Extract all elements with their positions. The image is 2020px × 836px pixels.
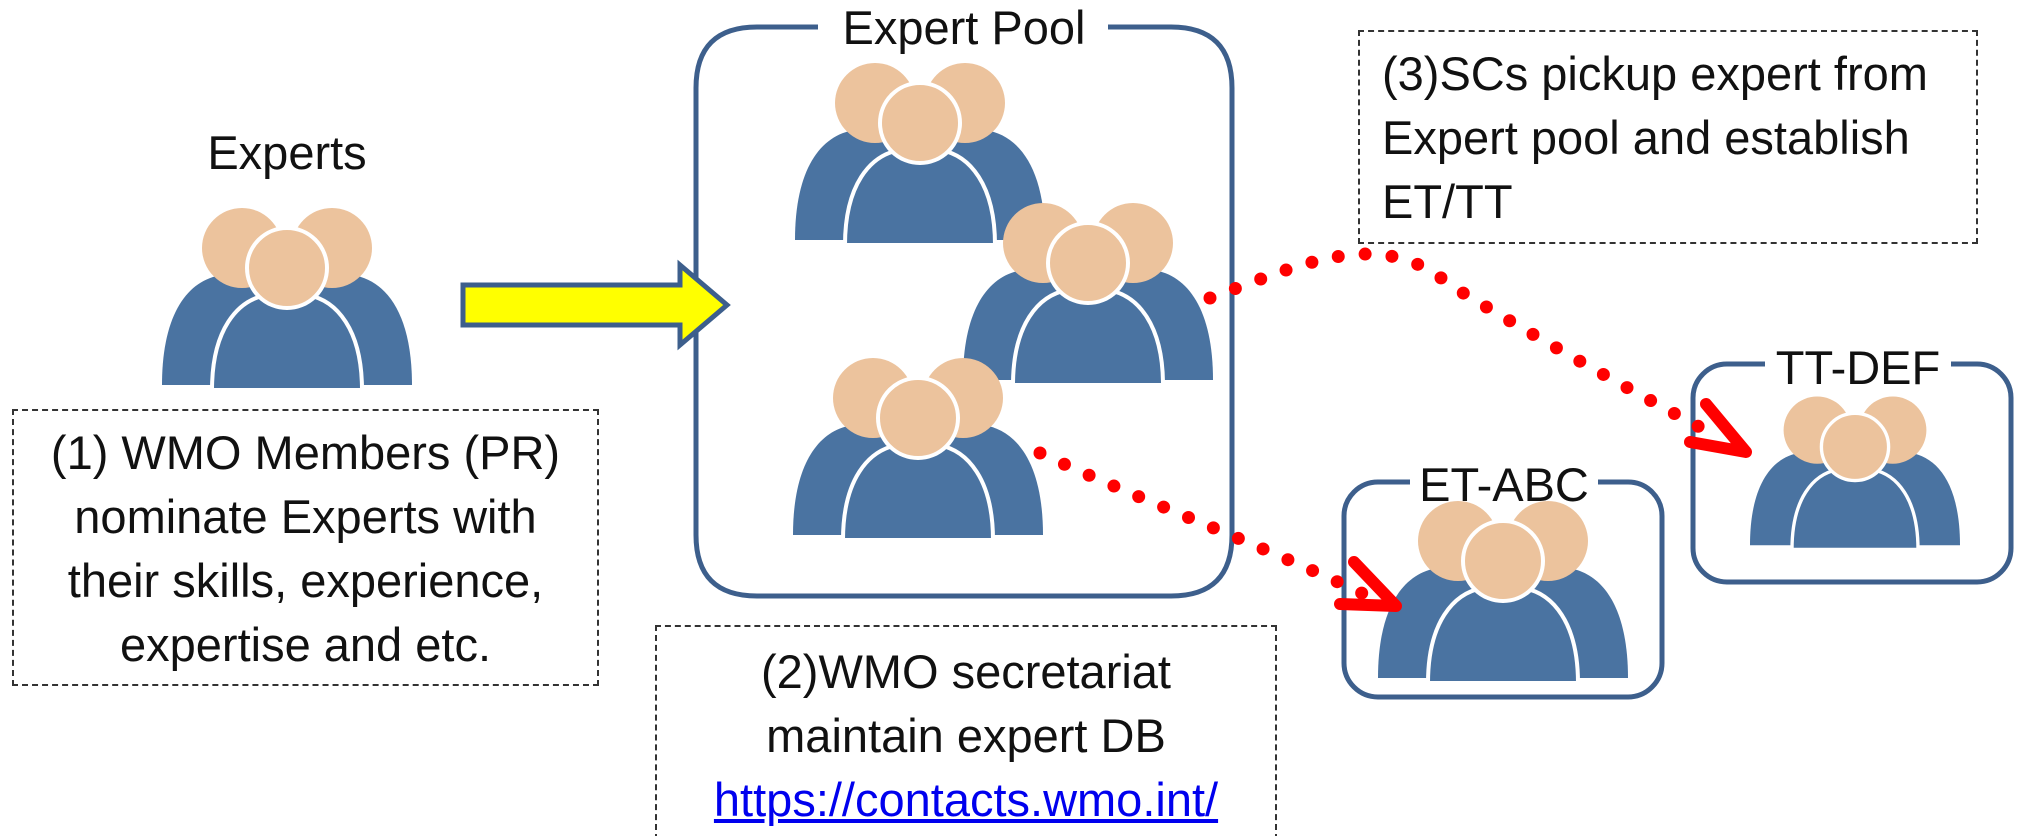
members-note-line: expertise and etc.	[120, 618, 491, 671]
group-title-tt-def: TT-DEF	[1775, 341, 1941, 394]
contacts-link[interactable]: https://contacts.wmo.int/	[713, 773, 1219, 826]
members-note-line: nominate Experts with	[74, 490, 537, 543]
expert-pool-title: Expert Pool	[842, 1, 1086, 54]
members-note: (1) WMO Members (PR) nominate Experts wi…	[12, 409, 599, 686]
members-note-line: their skills, experience,	[67, 554, 544, 607]
pool-to-et-abc-arrow	[1033, 446, 1377, 604]
expert-pool-frame	[693, 24, 1235, 599]
people-group-icon	[793, 61, 1047, 247]
right-arrow-icon	[460, 259, 731, 351]
committees-note-line: Expert pool and establish	[1382, 111, 1910, 164]
et-abc-title-gap	[1410, 460, 1598, 500]
people-group-icon	[1376, 499, 1630, 685]
committees-note: (3)SCs pickup expert from Expert pool an…	[1358, 30, 1978, 244]
committees-note-line: (3)SCs pickup expert from	[1382, 47, 1928, 100]
members-note-line: (1) WMO Members (PR)	[50, 426, 561, 479]
group-title-et-abc: ET-ABC	[1419, 458, 1589, 511]
experts-label: Experts	[207, 126, 367, 179]
pool-to-tt-def-arrow	[1203, 247, 1727, 445]
committees-note-line: ET/TT	[1382, 175, 1513, 228]
secretariat-note: (2)WMO secretariat maintain expert DB ht…	[655, 625, 1277, 836]
tt-def-arrowhead	[1684, 398, 1752, 458]
secretariat-note-line: (2)WMO secretariat	[761, 645, 1171, 698]
secretariat-note-line: maintain expert DB	[766, 709, 1166, 762]
et-abc-arrowhead	[1334, 556, 1402, 612]
tt-def-title-gap	[1765, 342, 1951, 382]
people-group-icon	[160, 206, 414, 392]
people-group-icon	[1748, 394, 1962, 552]
expert-pool-title-gap	[818, 10, 1108, 48]
people-group-icon	[791, 356, 1045, 542]
